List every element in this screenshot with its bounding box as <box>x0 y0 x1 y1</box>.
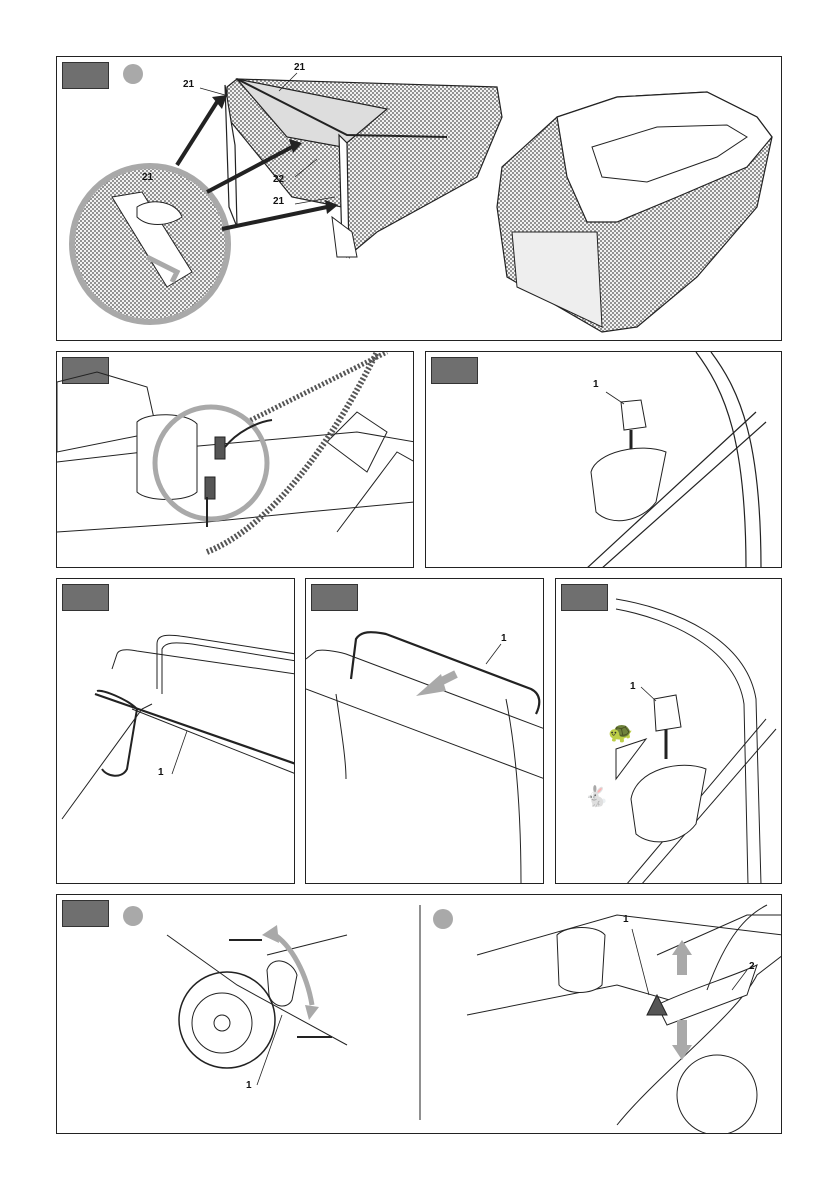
callout-21: 21 <box>183 80 194 90</box>
turtle-icon: 🐢 <box>608 723 633 743</box>
speed-lever-illustration <box>556 579 782 884</box>
callout-2: 2 <box>749 962 755 972</box>
callout-21: 21 <box>294 63 305 73</box>
callout-1: 1 <box>593 380 599 390</box>
panel-grass-bag: 21 21 22 21 21 <box>56 56 782 341</box>
handle-fold-illustration <box>57 579 295 884</box>
panel-cable-connector <box>56 351 414 568</box>
rabbit-icon: 🐇 <box>584 787 609 807</box>
callout-21: 21 <box>142 173 153 183</box>
callout-22: 22 <box>273 175 284 185</box>
callout-1: 1 <box>623 915 629 925</box>
handle-unfold-illustration <box>306 579 544 884</box>
panel-handle-fold: 1 <box>56 578 295 884</box>
grass-bag-illustration <box>57 57 782 341</box>
callout-1: 1 <box>246 1081 252 1091</box>
cable-connector-illustration <box>57 352 414 568</box>
lever-illustration <box>426 352 782 568</box>
panel-handle-unfold: 1 <box>305 578 544 884</box>
callout-1: 1 <box>630 682 636 692</box>
panel-height-adjust: 1 1 2 <box>56 894 782 1134</box>
callout-1: 1 <box>158 768 164 778</box>
height-adjust-illustration <box>57 895 782 1134</box>
panel-lever: 1 <box>425 351 782 568</box>
panel-speed-lever: 1 🐢 🐇 <box>555 578 782 884</box>
callout-21: 21 <box>273 197 284 207</box>
callout-1: 1 <box>501 634 507 644</box>
